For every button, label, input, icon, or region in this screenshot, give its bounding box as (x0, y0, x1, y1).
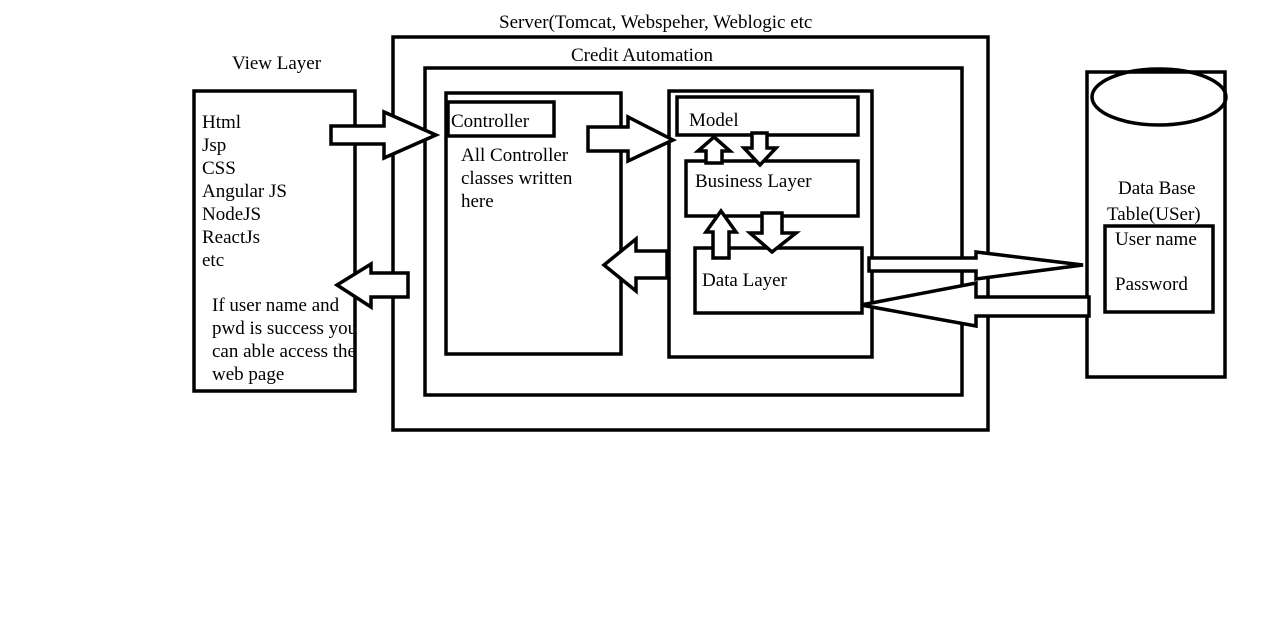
view-layer-note-line: If user name and (212, 295, 340, 316)
arrow-model-to-business (739, 131, 781, 168)
server-box (391, 35, 990, 432)
controller-description-line: All Controller (461, 145, 569, 166)
controller-box (444, 91, 623, 356)
view-layer-item: NodeJS (202, 204, 261, 225)
arrow-data-to-database (867, 250, 1084, 281)
view-layer-item: CSS (202, 158, 236, 179)
arrow-controller-to-model (586, 114, 677, 164)
database-table-box (1103, 224, 1215, 314)
database-cylinder (1085, 70, 1227, 379)
view-layer-box (192, 89, 357, 393)
view-layer-title: View Layer (232, 53, 322, 74)
database-cylinder-top (1090, 67, 1228, 127)
view-layer-note-line: web page (212, 364, 284, 385)
view-layer-item: Html (202, 112, 241, 133)
view-layer-item: ReactJs (202, 227, 260, 248)
controller-label-box (446, 100, 556, 138)
business-layer-title: Business Layer (695, 171, 812, 192)
mvc-layers-box (667, 89, 874, 359)
app-box (423, 66, 964, 397)
controller-description-line: classes written (461, 168, 573, 189)
arrow-controller-to-view (333, 260, 410, 311)
database-title-line: Data Base (1118, 178, 1196, 199)
controller-description-line: here (461, 191, 494, 212)
view-layer-item: Angular JS (202, 181, 287, 202)
arrow-business-to-model (693, 134, 735, 165)
view-layer-note-line: can able access the (212, 341, 356, 362)
database-field: User name (1115, 229, 1197, 250)
database-title-line: Table(USer) (1107, 204, 1201, 225)
app-title: Credit Automation (571, 45, 713, 66)
view-layer-item: Jsp (202, 135, 226, 156)
arrow-database-to-data (860, 280, 1091, 329)
arrow-data-to-business (702, 207, 740, 260)
view-layer-item: etc (202, 250, 224, 271)
database-field: Password (1115, 274, 1188, 295)
controller-title: Controller (451, 111, 530, 132)
arrow-data-to-controller (601, 235, 669, 295)
data-layer-title: Data Layer (702, 270, 788, 291)
arrow-view-to-controller (329, 109, 441, 161)
server-title: Server(Tomcat, Webspeher, Weblogic etc (499, 12, 812, 33)
model-title: Model (689, 110, 739, 131)
view-layer-note-line: pwd is success you (212, 318, 358, 339)
arrow-business-to-data (745, 211, 802, 255)
